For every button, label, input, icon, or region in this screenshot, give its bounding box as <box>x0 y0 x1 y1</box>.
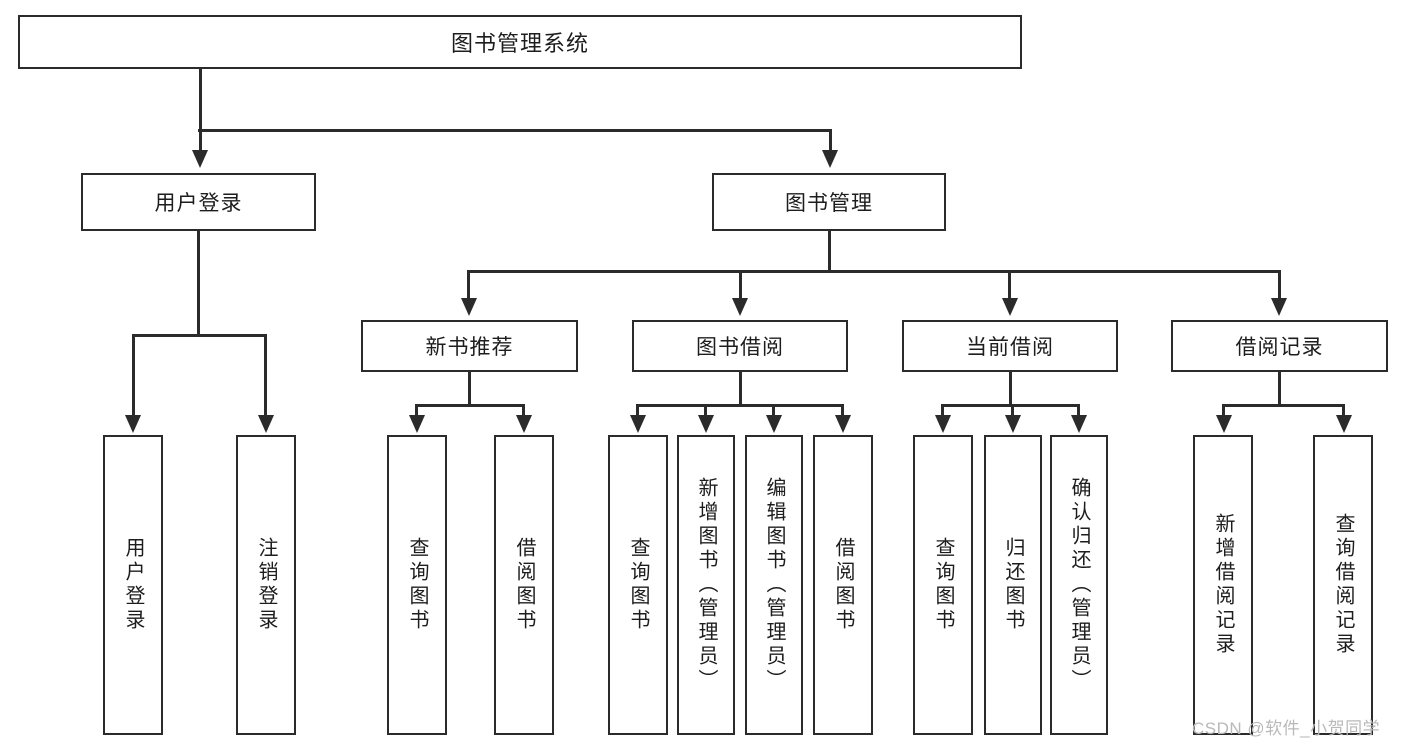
arrowhead-borrow-record <box>1271 298 1287 316</box>
connector-book-management-stem <box>827 231 831 273</box>
arrowhead-bb-leaf-3 <box>765 415 782 433</box>
node-label: 图书借阅 <box>696 336 784 359</box>
connector-book-borrow-stem <box>739 372 742 406</box>
connector-drop-user-login <box>198 129 202 151</box>
watermark-text: CSDN @软件_小贺同学 <box>1192 719 1381 738</box>
arrowhead-new-book <box>460 298 477 316</box>
leaf-logout[interactable]: 注销登录 <box>236 435 296 735</box>
connector-user-login-stem <box>197 231 200 337</box>
connector-current-borrow-stem <box>1009 372 1012 406</box>
node-book-management[interactable]: 图书管理 <box>712 173 946 231</box>
node-label: 注销登录 <box>255 537 277 633</box>
connector-drop-bb-leaf-4 <box>841 404 844 418</box>
arrowhead-br-leaf-1 <box>1215 415 1232 433</box>
leaf-edit-book-admin[interactable]: 编辑图书（管理员） <box>745 435 803 735</box>
node-book-borrow[interactable]: 图书借阅 <box>632 320 848 372</box>
connector-drop-cb-leaf-2 <box>1011 404 1014 418</box>
arrowhead-leaf-logout <box>257 415 274 433</box>
node-label: 图书管理系统 <box>450 31 589 56</box>
arrowhead-current-borrow <box>1001 298 1018 316</box>
leaf-query-borrow-record[interactable]: 查询借阅记录 <box>1313 435 1373 735</box>
node-label: 借阅记录 <box>1235 336 1324 359</box>
leaf-query-book-cb[interactable]: 查询图书 <box>913 435 973 735</box>
connector-drop-br-leaf-1 <box>1222 404 1225 418</box>
node-root-book-management-system[interactable]: 图书管理系统 <box>18 15 1022 69</box>
arrowhead-br-leaf-2 <box>1335 415 1352 433</box>
node-user-login[interactable]: 用户登录 <box>81 173 316 231</box>
arrowhead-leaf-user-login <box>125 415 141 433</box>
connector-drop-borrow-record <box>1277 270 1281 300</box>
arrowhead-nb-leaf-1 <box>408 415 425 433</box>
connector-level3-bus <box>467 270 1280 273</box>
leaf-add-borrow-record[interactable]: 新增借阅记录 <box>1193 435 1253 735</box>
connector-drop-new-book <box>467 270 470 300</box>
connector-drop-book-management <box>828 129 832 151</box>
node-label: 当前借阅 <box>966 336 1054 359</box>
arrowhead-book-management <box>822 150 838 168</box>
node-label: 确认归还（管理员） <box>1068 477 1090 693</box>
node-label: 借阅图书 <box>832 537 854 633</box>
arrowhead-cb-leaf-1 <box>934 415 951 433</box>
node-label: 用户登录 <box>154 192 243 215</box>
connector-borrow-record-bus <box>1222 404 1345 407</box>
node-label: 借阅图书 <box>513 537 535 633</box>
node-label: 归还图书 <box>1002 537 1024 633</box>
connector-drop-leaf-user-login <box>131 334 135 418</box>
connector-drop-current-borrow <box>1008 270 1011 300</box>
arrowhead-bb-leaf-4 <box>834 415 851 433</box>
connector-book-borrow-bus <box>636 404 844 407</box>
leaf-borrow-book-bb[interactable]: 借阅图书 <box>813 435 873 735</box>
arrowhead-nb-leaf-2 <box>515 415 532 433</box>
arrowhead-book-borrow <box>732 298 748 316</box>
connector-drop-br-leaf-2 <box>1342 404 1345 418</box>
connector-drop-leaf-logout <box>264 334 267 418</box>
connector-drop-book-borrow <box>738 270 742 300</box>
node-label: 新增图书（管理员） <box>695 477 717 693</box>
arrowhead-bb-leaf-1 <box>629 415 646 433</box>
leaf-borrow-book-nb[interactable]: 借阅图书 <box>494 435 554 735</box>
node-new-book-recommend[interactable]: 新书推荐 <box>361 320 578 372</box>
node-label: 新增借阅记录 <box>1212 513 1234 657</box>
connector-drop-bb-leaf-2 <box>704 404 707 418</box>
arrowhead-cb-leaf-3 <box>1070 415 1087 433</box>
arrowhead-cb-leaf-2 <box>1004 415 1021 433</box>
connector-drop-bb-leaf-3 <box>772 404 775 418</box>
leaf-query-book-nb[interactable]: 查询图书 <box>387 435 447 735</box>
node-current-borrow[interactable]: 当前借阅 <box>902 320 1118 372</box>
leaf-query-book-bb[interactable]: 查询图书 <box>608 435 668 735</box>
connector-current-borrow-bus <box>941 404 1080 407</box>
node-label: 编辑图书（管理员） <box>763 477 785 693</box>
connector-level2-bus <box>198 129 831 132</box>
leaf-user-login[interactable]: 用户登录 <box>103 435 163 735</box>
leaf-add-book-admin[interactable]: 新增图书（管理员） <box>677 435 735 735</box>
node-borrow-record[interactable]: 借阅记录 <box>1171 320 1388 372</box>
connector-new-book-stem <box>468 372 471 406</box>
connector-root-stem <box>198 69 202 131</box>
node-label: 查询图书 <box>406 537 428 633</box>
connector-borrow-record-stem <box>1278 372 1281 406</box>
node-label: 查询借阅记录 <box>1332 513 1354 657</box>
leaf-confirm-return-admin[interactable]: 确认归还（管理员） <box>1050 435 1108 735</box>
arrowhead-bb-leaf-2 <box>697 415 714 433</box>
node-label: 查询图书 <box>627 537 649 633</box>
connector-drop-cb-leaf-3 <box>1077 404 1080 418</box>
arrowhead-user-login <box>192 150 208 168</box>
leaf-return-book[interactable]: 归还图书 <box>984 435 1042 735</box>
node-label: 图书管理 <box>785 192 873 215</box>
node-label: 用户登录 <box>122 537 144 633</box>
node-label: 查询图书 <box>932 537 954 633</box>
connector-drop-nb-leaf-1 <box>415 404 418 418</box>
node-label: 新书推荐 <box>425 336 514 359</box>
connector-new-book-bus <box>415 404 525 407</box>
connector-drop-nb-leaf-2 <box>522 404 525 418</box>
connector-drop-cb-leaf-1 <box>941 404 944 418</box>
connector-user-login-bus <box>131 334 267 337</box>
connector-drop-bb-leaf-1 <box>636 404 639 418</box>
